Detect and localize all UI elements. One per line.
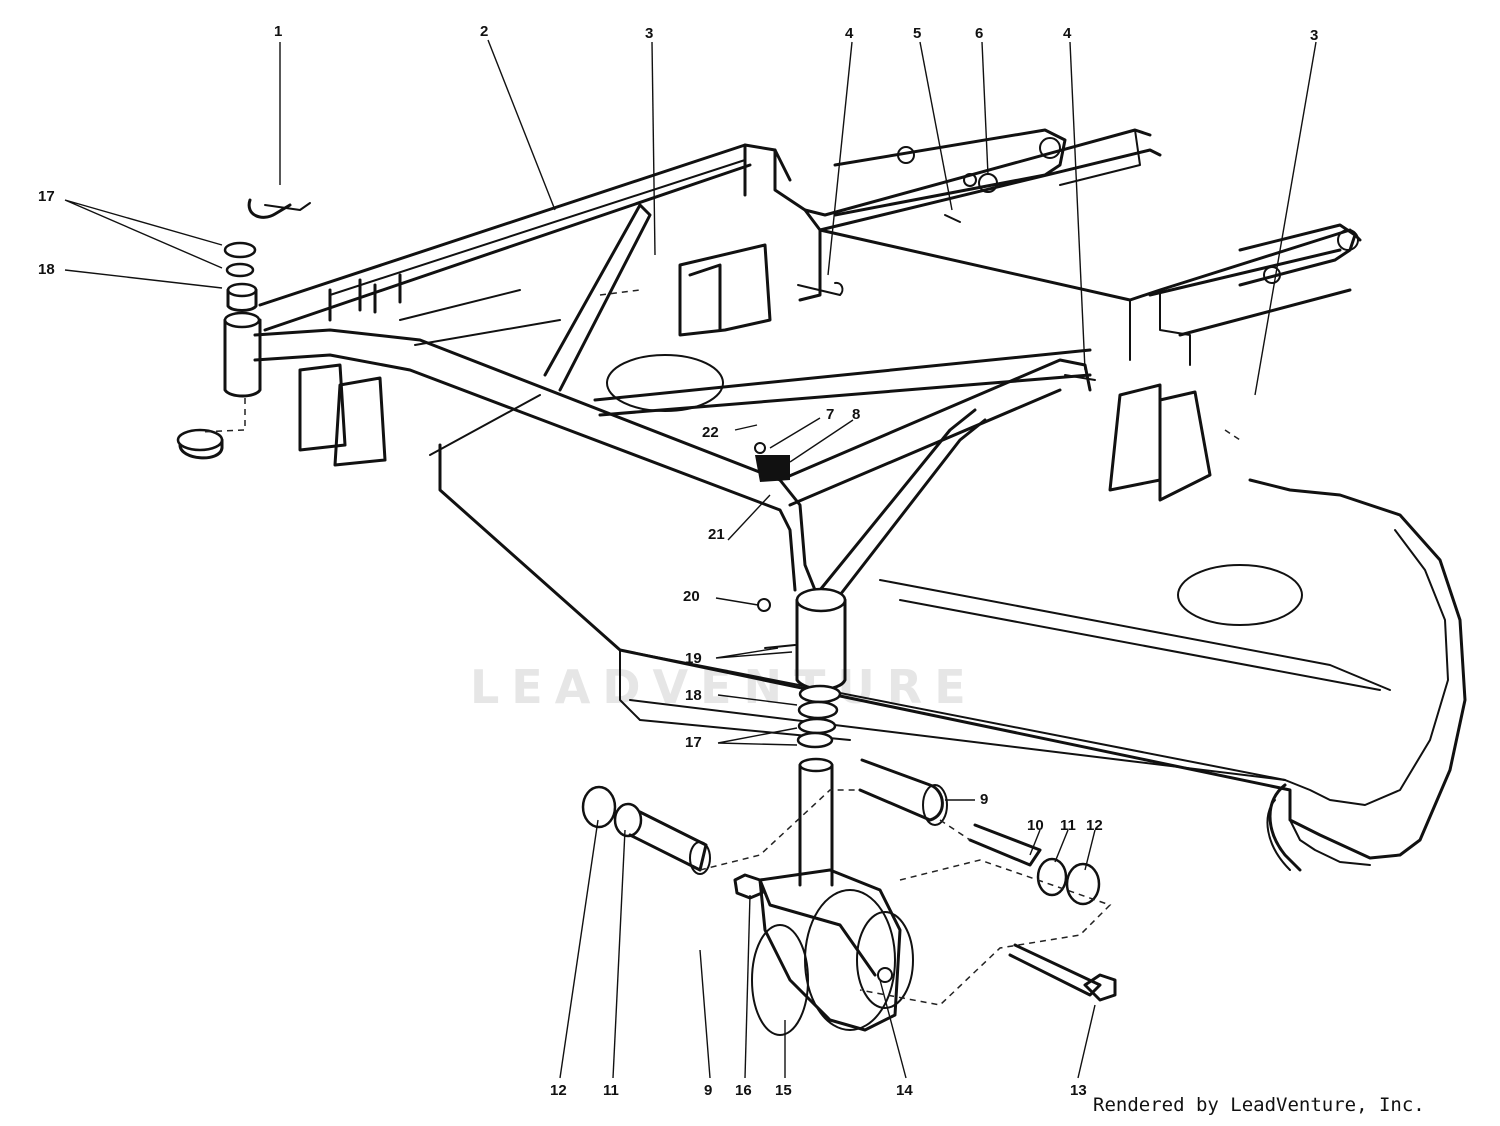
callout-13: 13 bbox=[1070, 1082, 1087, 1099]
callout-18-bottom: 18 bbox=[685, 687, 702, 704]
callout-20: 20 bbox=[683, 588, 700, 605]
credit-text: Rendered by LeadVenture, Inc. bbox=[1093, 1094, 1425, 1116]
callout-10: 10 bbox=[1027, 817, 1044, 834]
callout-14: 14 bbox=[896, 1082, 913, 1099]
caster-wheel bbox=[751, 868, 914, 1036]
exploded-parts bbox=[581, 214, 1117, 1002]
callout-5: 5 bbox=[913, 25, 922, 42]
callout-16: 16 bbox=[735, 1082, 752, 1099]
callout-19: 19 bbox=[685, 650, 702, 667]
callout-9-bottom: 9 bbox=[704, 1082, 713, 1099]
callout-8: 8 bbox=[852, 406, 861, 423]
callout-1: 1 bbox=[274, 23, 283, 40]
callout-4-right: 4 bbox=[1063, 25, 1072, 42]
callout-15: 15 bbox=[775, 1082, 792, 1099]
leader-lines bbox=[64, 39, 1317, 1079]
callout-22: 22 bbox=[702, 424, 719, 441]
callout-11-right: 11 bbox=[1060, 817, 1076, 834]
callout-17-top: 17 bbox=[38, 188, 55, 205]
callout-12-bottom: 12 bbox=[550, 1082, 567, 1099]
callout-3-right: 3 bbox=[1310, 27, 1319, 44]
assembly-lines bbox=[199, 289, 1241, 1006]
caster-tube bbox=[795, 587, 847, 887]
callout-3-left: 3 bbox=[645, 25, 654, 42]
blade-opening-right bbox=[1177, 564, 1303, 626]
callout-18-top: 18 bbox=[38, 261, 55, 278]
callout-4-left: 4 bbox=[845, 25, 854, 42]
callout-9-right: 9 bbox=[980, 791, 989, 808]
callout-11-bottom: 11 bbox=[603, 1082, 619, 1099]
callout-2: 2 bbox=[480, 23, 489, 40]
deck-housing bbox=[429, 394, 1467, 872]
blade-opening-left bbox=[606, 354, 724, 412]
left-pivot-tube bbox=[176, 198, 311, 460]
rear-frame bbox=[258, 128, 1362, 502]
callout-6: 6 bbox=[975, 25, 984, 42]
callout-21: 21 bbox=[708, 526, 725, 543]
callout-17-bottom: 17 bbox=[685, 734, 702, 751]
front-frame bbox=[253, 203, 1092, 597]
callout-12-right: 12 bbox=[1086, 817, 1103, 834]
callout-7: 7 bbox=[826, 406, 835, 423]
